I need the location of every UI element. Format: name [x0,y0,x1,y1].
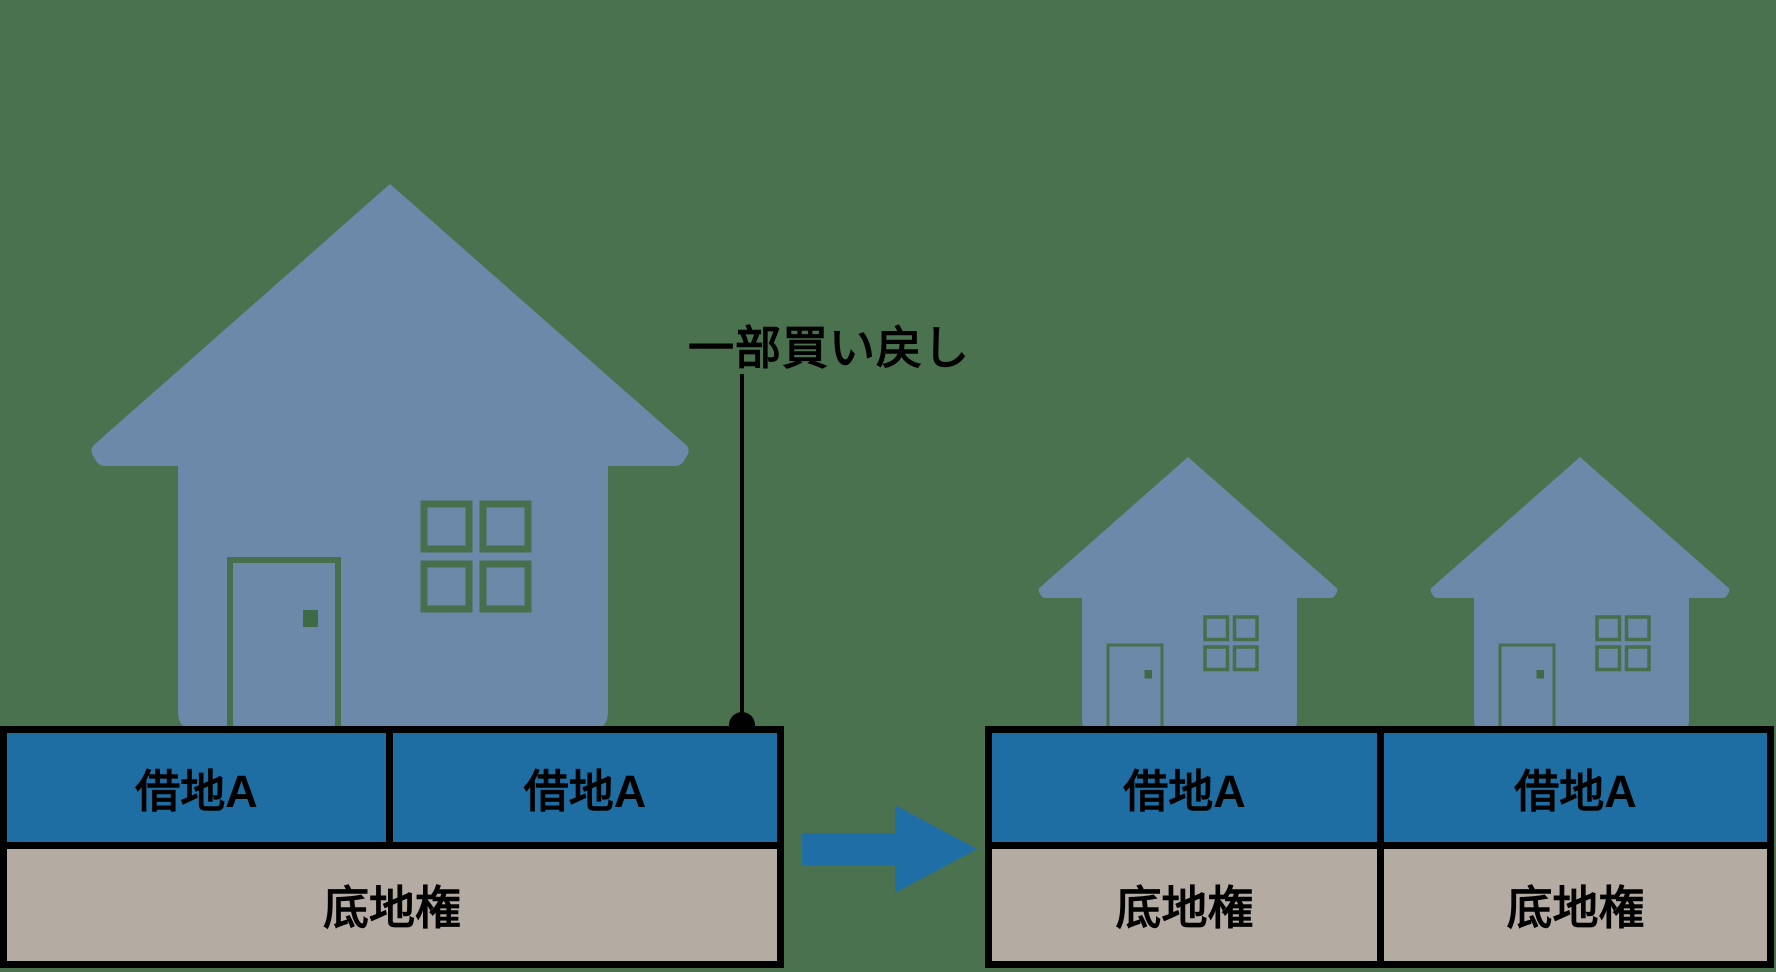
right-2-leased-cell: 借地A [1514,766,1637,817]
annotation-label: 一部買い戻し [688,322,970,374]
right-1-leased-row: 借地A [992,733,1377,849]
right-arrow-icon [802,805,977,893]
small-house-1-icon [1038,457,1338,730]
right-land-block-1: 借地A 底地権 [985,726,1384,968]
left-leased-cell-1: 借地A [7,733,393,842]
left-leased-row: 借地A 借地A [7,733,777,849]
annotation-line [740,374,744,716]
right-1-ground-right-cell: 底地権 [992,849,1377,961]
right-1-leased-cell: 借地A [1123,766,1246,817]
right-2-ground-right-cell: 底地権 [1384,849,1767,961]
big-house-icon [90,184,690,730]
right-land-block-2: 借地A 底地権 [1384,726,1774,968]
left-land-block: 借地A 借地A 底地権 [0,726,784,968]
left-leased-cell-2: 借地A [523,766,647,817]
right-2-leased-row: 借地A [1384,733,1767,849]
left-ground-right-cell: 底地権 [7,849,777,961]
small-house-2-icon [1430,457,1730,730]
